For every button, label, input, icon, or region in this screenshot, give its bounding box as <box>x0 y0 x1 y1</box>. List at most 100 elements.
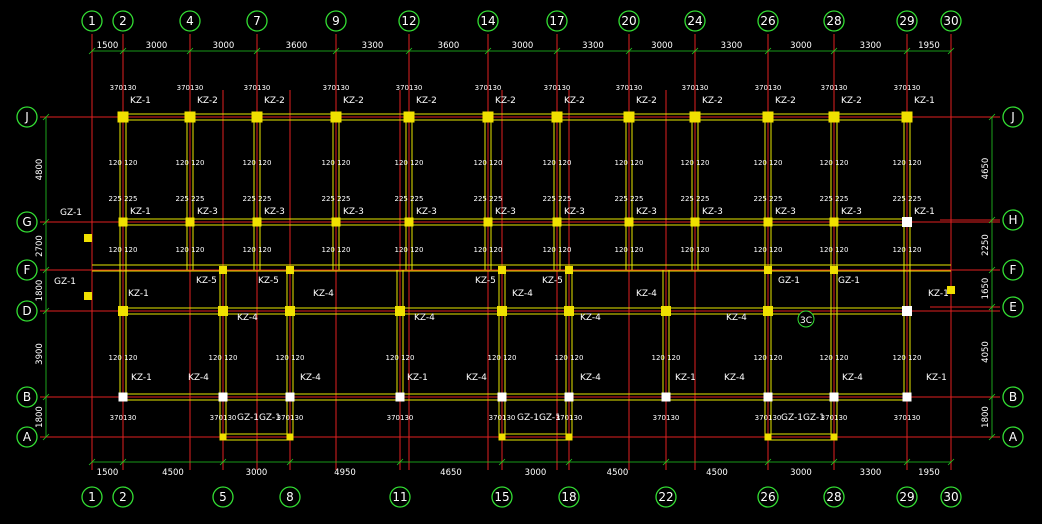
beam-dim-label: 225 225 <box>754 195 783 203</box>
column-label: KZ-4 <box>580 313 601 323</box>
column <box>118 306 128 316</box>
column <box>483 217 493 227</box>
dim-tick <box>286 458 294 466</box>
beam-dim-label: 120 120 <box>243 159 272 167</box>
axis-bubble-left-circle <box>16 386 38 408</box>
axis-bubble-bottom-circle <box>81 486 103 508</box>
axis-bubble-top-circle <box>896 10 918 32</box>
dim-tick <box>119 47 127 55</box>
beam-dim-label: 120 120 <box>615 159 644 167</box>
column <box>251 111 263 123</box>
beam-dim-label: 225 225 <box>474 195 503 203</box>
beam-dim-label: 120 120 <box>322 159 351 167</box>
column <box>403 111 415 123</box>
beam-dim-label: 120 120 <box>109 159 138 167</box>
dim-tick <box>405 47 413 55</box>
dim-tick <box>88 458 96 466</box>
column-label: KZ-4 <box>724 373 745 383</box>
column <box>764 433 772 441</box>
beam-dim-label: 370130 <box>110 84 137 92</box>
beam-dim-label: 120 120 <box>474 159 503 167</box>
axis-bubble-top-circle <box>246 10 268 32</box>
beam-dim-label: 225 225 <box>543 195 572 203</box>
dim-text-bottom: 4650 <box>440 468 462 478</box>
column <box>551 111 563 123</box>
gz-label: GZ-1 <box>54 277 76 287</box>
column-label: KZ-2 <box>264 96 285 106</box>
column-label: KZ-2 <box>416 96 437 106</box>
axis-bubble-bottom-circle <box>757 486 779 508</box>
beam-dim-label: 120 120 <box>488 354 517 362</box>
column-label: KZ-3 <box>775 207 796 217</box>
axis-bubble-right-circle <box>1002 106 1024 128</box>
dim-text-bottom: 4500 <box>706 468 728 478</box>
beam-dim-label: 370130 <box>323 84 350 92</box>
gz-label: GZ-1GZ-1 <box>517 413 561 423</box>
axis-bubble-top: 4 <box>186 14 194 28</box>
axis-bubble-top-circle <box>398 10 420 32</box>
dim-text-left: 3900 <box>35 343 45 365</box>
column <box>185 217 195 227</box>
axis-bubble-bottom-circle <box>112 486 134 508</box>
beam-dim-label: 370130 <box>821 414 848 422</box>
axis-bubble-top-circle <box>823 10 845 32</box>
column <box>762 111 774 123</box>
column <box>84 234 92 242</box>
dim-text-right: 1650 <box>981 278 991 300</box>
axis-bubble-top: 24 <box>687 14 702 28</box>
column-label: KZ-3 <box>197 207 218 217</box>
column <box>902 392 912 402</box>
column <box>285 392 295 402</box>
dim-text-bottom: 4500 <box>607 468 629 478</box>
column-label: GZ-1 <box>778 276 800 286</box>
beam-dim-label: 370130 <box>821 84 848 92</box>
beam-dim-label: 370130 <box>755 414 782 422</box>
column <box>902 306 912 316</box>
beam-dim-label: 370130 <box>894 414 921 422</box>
axis-bubble-bottom-circle <box>940 486 962 508</box>
dim-tick <box>830 458 838 466</box>
dim-tick <box>988 303 996 311</box>
column <box>330 111 342 123</box>
column <box>565 433 573 441</box>
column-label: KZ-4 <box>580 373 601 383</box>
dim-tick <box>332 47 340 55</box>
dim-tick <box>764 458 772 466</box>
column <box>661 392 671 402</box>
column <box>689 111 701 123</box>
axis-bubble-top: 2 <box>119 14 127 28</box>
column <box>286 266 294 274</box>
axis-bubble-bottom: 26 <box>760 490 775 504</box>
axis-bubble-top-circle <box>477 10 499 32</box>
column <box>218 392 228 402</box>
dim-tick <box>42 218 50 226</box>
column-label: KZ-2 <box>343 96 364 106</box>
dim-text-top: 3300 <box>582 41 604 51</box>
gz-label: GZ-1GZ-1 <box>237 413 281 423</box>
column-label: KZ-2 <box>495 96 516 106</box>
dim-text-top: 3300 <box>860 41 882 51</box>
column <box>498 433 506 441</box>
axis-bubble-bottom: 5 <box>219 490 227 504</box>
section-mark-text: 3C <box>800 316 812 326</box>
axis-bubble-top-circle <box>81 10 103 32</box>
axis-bubble-top-circle <box>112 10 134 32</box>
beam-dim-label: 225 225 <box>322 195 351 203</box>
column-label: KZ-2 <box>775 96 796 106</box>
column <box>829 217 839 227</box>
dim-text-top: 3600 <box>286 41 308 51</box>
column-label: KZ-1 <box>928 289 949 299</box>
dim-tick <box>42 266 50 274</box>
column <box>331 217 341 227</box>
dim-text-left: 4800 <box>35 159 45 181</box>
axis-bubble-right-circle <box>1002 209 1024 231</box>
column-label: KZ-4 <box>188 373 209 383</box>
beam-dim-label: 225 225 <box>820 195 849 203</box>
dim-text-left: 1800 <box>35 406 45 428</box>
beam-dim-label: 120 120 <box>820 246 849 254</box>
beam-dim-label: 370130 <box>755 84 782 92</box>
beam-dim-label: 225 225 <box>615 195 644 203</box>
dim-text-bottom: 1500 <box>97 468 119 478</box>
beam-dim-label: 370130 <box>653 414 680 422</box>
axis-bubble-left-circle <box>16 106 38 128</box>
